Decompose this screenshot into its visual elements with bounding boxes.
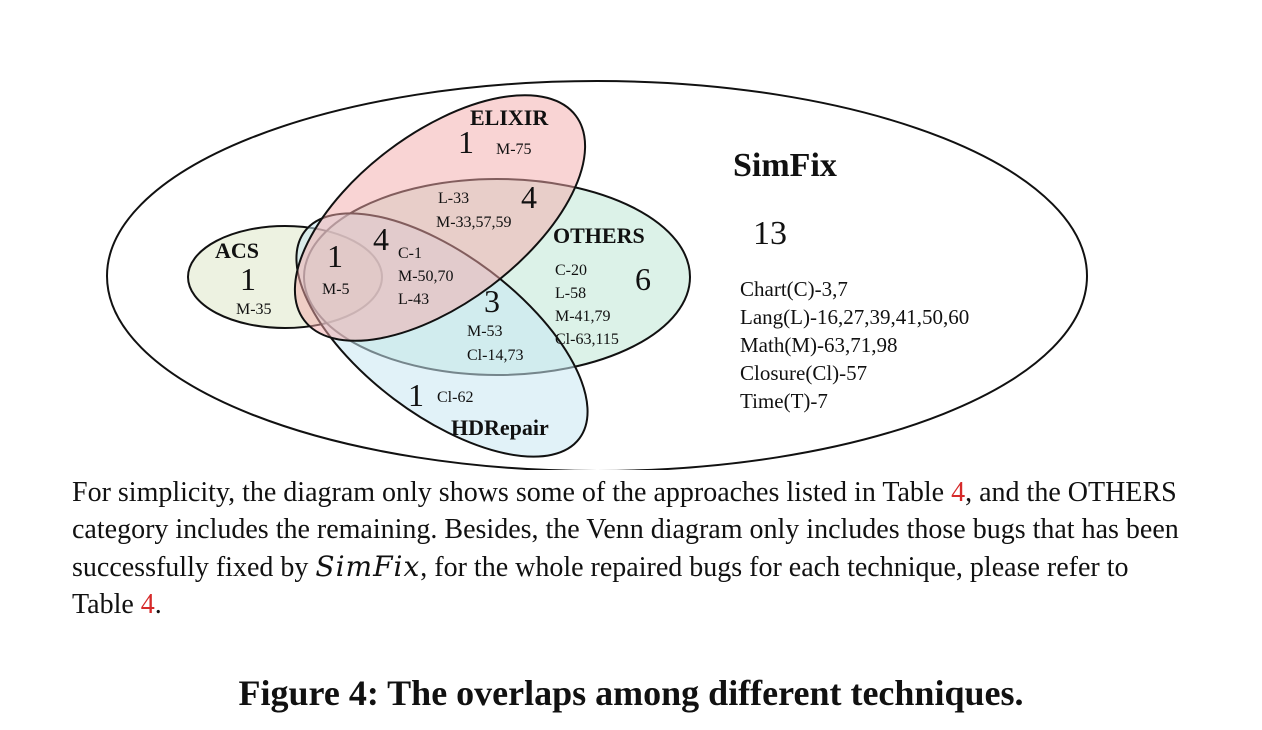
tool-name: SimFix bbox=[315, 550, 421, 583]
others-only-count: 6 bbox=[635, 261, 651, 297]
figure-caption: For simplicity, the diagram only shows s… bbox=[72, 474, 1192, 623]
others-label: OTHERS bbox=[553, 223, 645, 248]
simfix-only-bug: Time(T)-7 bbox=[740, 389, 828, 413]
acs-only-bug: M-35 bbox=[236, 301, 272, 318]
elixir-only-bug: M-75 bbox=[496, 141, 532, 158]
elixir-others-count: 4 bbox=[521, 179, 537, 215]
elixir-others-bug: L-33 bbox=[438, 190, 469, 207]
simfix-only-bug: Closure(Cl)-57 bbox=[740, 361, 867, 385]
others-only-bug: Cl-63,115 bbox=[555, 331, 619, 348]
table-reference-link[interactable]: 4 bbox=[951, 477, 966, 508]
caption-text: For simplicity, the diagram only shows s… bbox=[72, 477, 952, 508]
center-bug: M-50,70 bbox=[398, 268, 454, 285]
others-hdrepair-bug: Cl-14,73 bbox=[467, 347, 523, 364]
caption-text: , for the whole repaired bugs for each t… bbox=[72, 552, 1129, 620]
simfix-label: SimFix bbox=[733, 147, 837, 184]
center-bug: C-1 bbox=[398, 245, 422, 262]
simfix-only-bug: Chart(C)-3,7 bbox=[740, 277, 848, 301]
hdrepair-label: HDRepair bbox=[451, 415, 549, 440]
acs-label: ACS bbox=[215, 238, 259, 263]
others-hdrepair-bug: M-53 bbox=[467, 323, 503, 340]
caption-text: , and the OTHERS category includes the r… bbox=[72, 477, 1179, 583]
simfix-only-bug: Math(M)-63,71,98 bbox=[740, 333, 897, 357]
hdrepair-only-bug: Cl-62 bbox=[437, 389, 473, 406]
acs-only-count: 1 bbox=[240, 261, 256, 297]
hdrepair-only-count: 1 bbox=[408, 377, 424, 413]
simfix-only-bug: Lang(L)-16,27,39,41,50,60 bbox=[740, 305, 969, 329]
figure-title: Figure 4: The overlaps among different t… bbox=[238, 673, 1024, 713]
elixir-others-bug: M-33,57,59 bbox=[436, 214, 512, 231]
elixir-only-count: 1 bbox=[458, 124, 474, 160]
acs-all-bug: M-5 bbox=[322, 281, 350, 298]
center-count: 4 bbox=[373, 221, 389, 257]
table-reference-link[interactable]: 4 bbox=[140, 589, 155, 620]
venn-diagram: ELIXIR ACS OTHERS HDRepair SimFix 1 M-75… bbox=[106, 80, 1088, 470]
caption-text: . bbox=[154, 589, 162, 620]
others-only-bug: M-41,79 bbox=[555, 308, 611, 325]
others-hdrepair-count: 3 bbox=[484, 283, 500, 319]
elixir-set bbox=[293, 94, 587, 342]
others-only-bug: C-20 bbox=[555, 262, 587, 279]
center-bug: L-43 bbox=[398, 291, 429, 308]
simfix-only-count: 13 bbox=[753, 215, 787, 252]
acs-all-count: 1 bbox=[327, 238, 343, 274]
elixir-label: ELIXIR bbox=[470, 105, 549, 130]
others-only-bug: L-58 bbox=[555, 285, 586, 302]
